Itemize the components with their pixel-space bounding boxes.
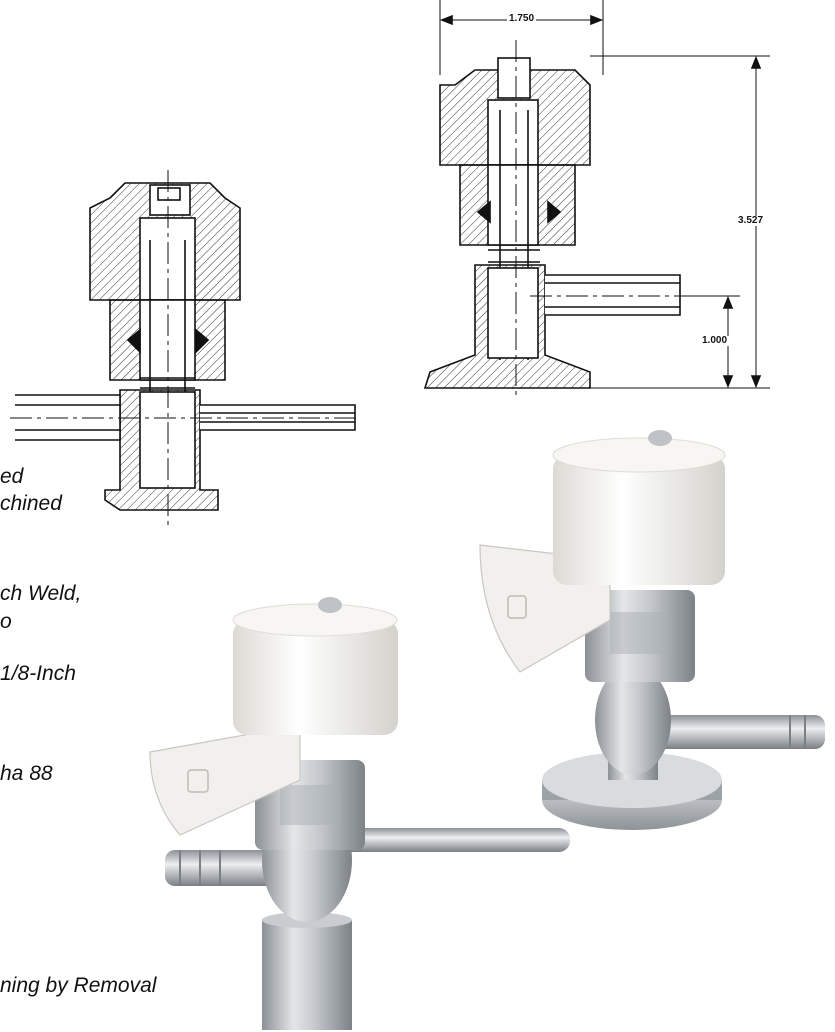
text-fragment: ed — [0, 465, 24, 488]
dimension-width: 1.750 — [507, 13, 537, 24]
text-fragment: 1/8-Inch — [0, 662, 76, 685]
text-fragment: chined — [0, 492, 62, 515]
dimension-outlet-height: 1.000 — [700, 335, 730, 346]
text-fragment: ha 88 — [0, 762, 53, 785]
right-section-drawing — [423, 0, 770, 400]
left-section-drawing — [10, 170, 360, 525]
text-fragment: o — [0, 610, 12, 633]
front-valve-photo — [149, 597, 570, 1030]
dimension-total-height: 3.527 — [736, 215, 766, 226]
back-valve-photo — [479, 430, 825, 830]
text-fragment: ning by Removal — [0, 974, 157, 997]
text-fragment: ch Weld, — [0, 582, 82, 605]
